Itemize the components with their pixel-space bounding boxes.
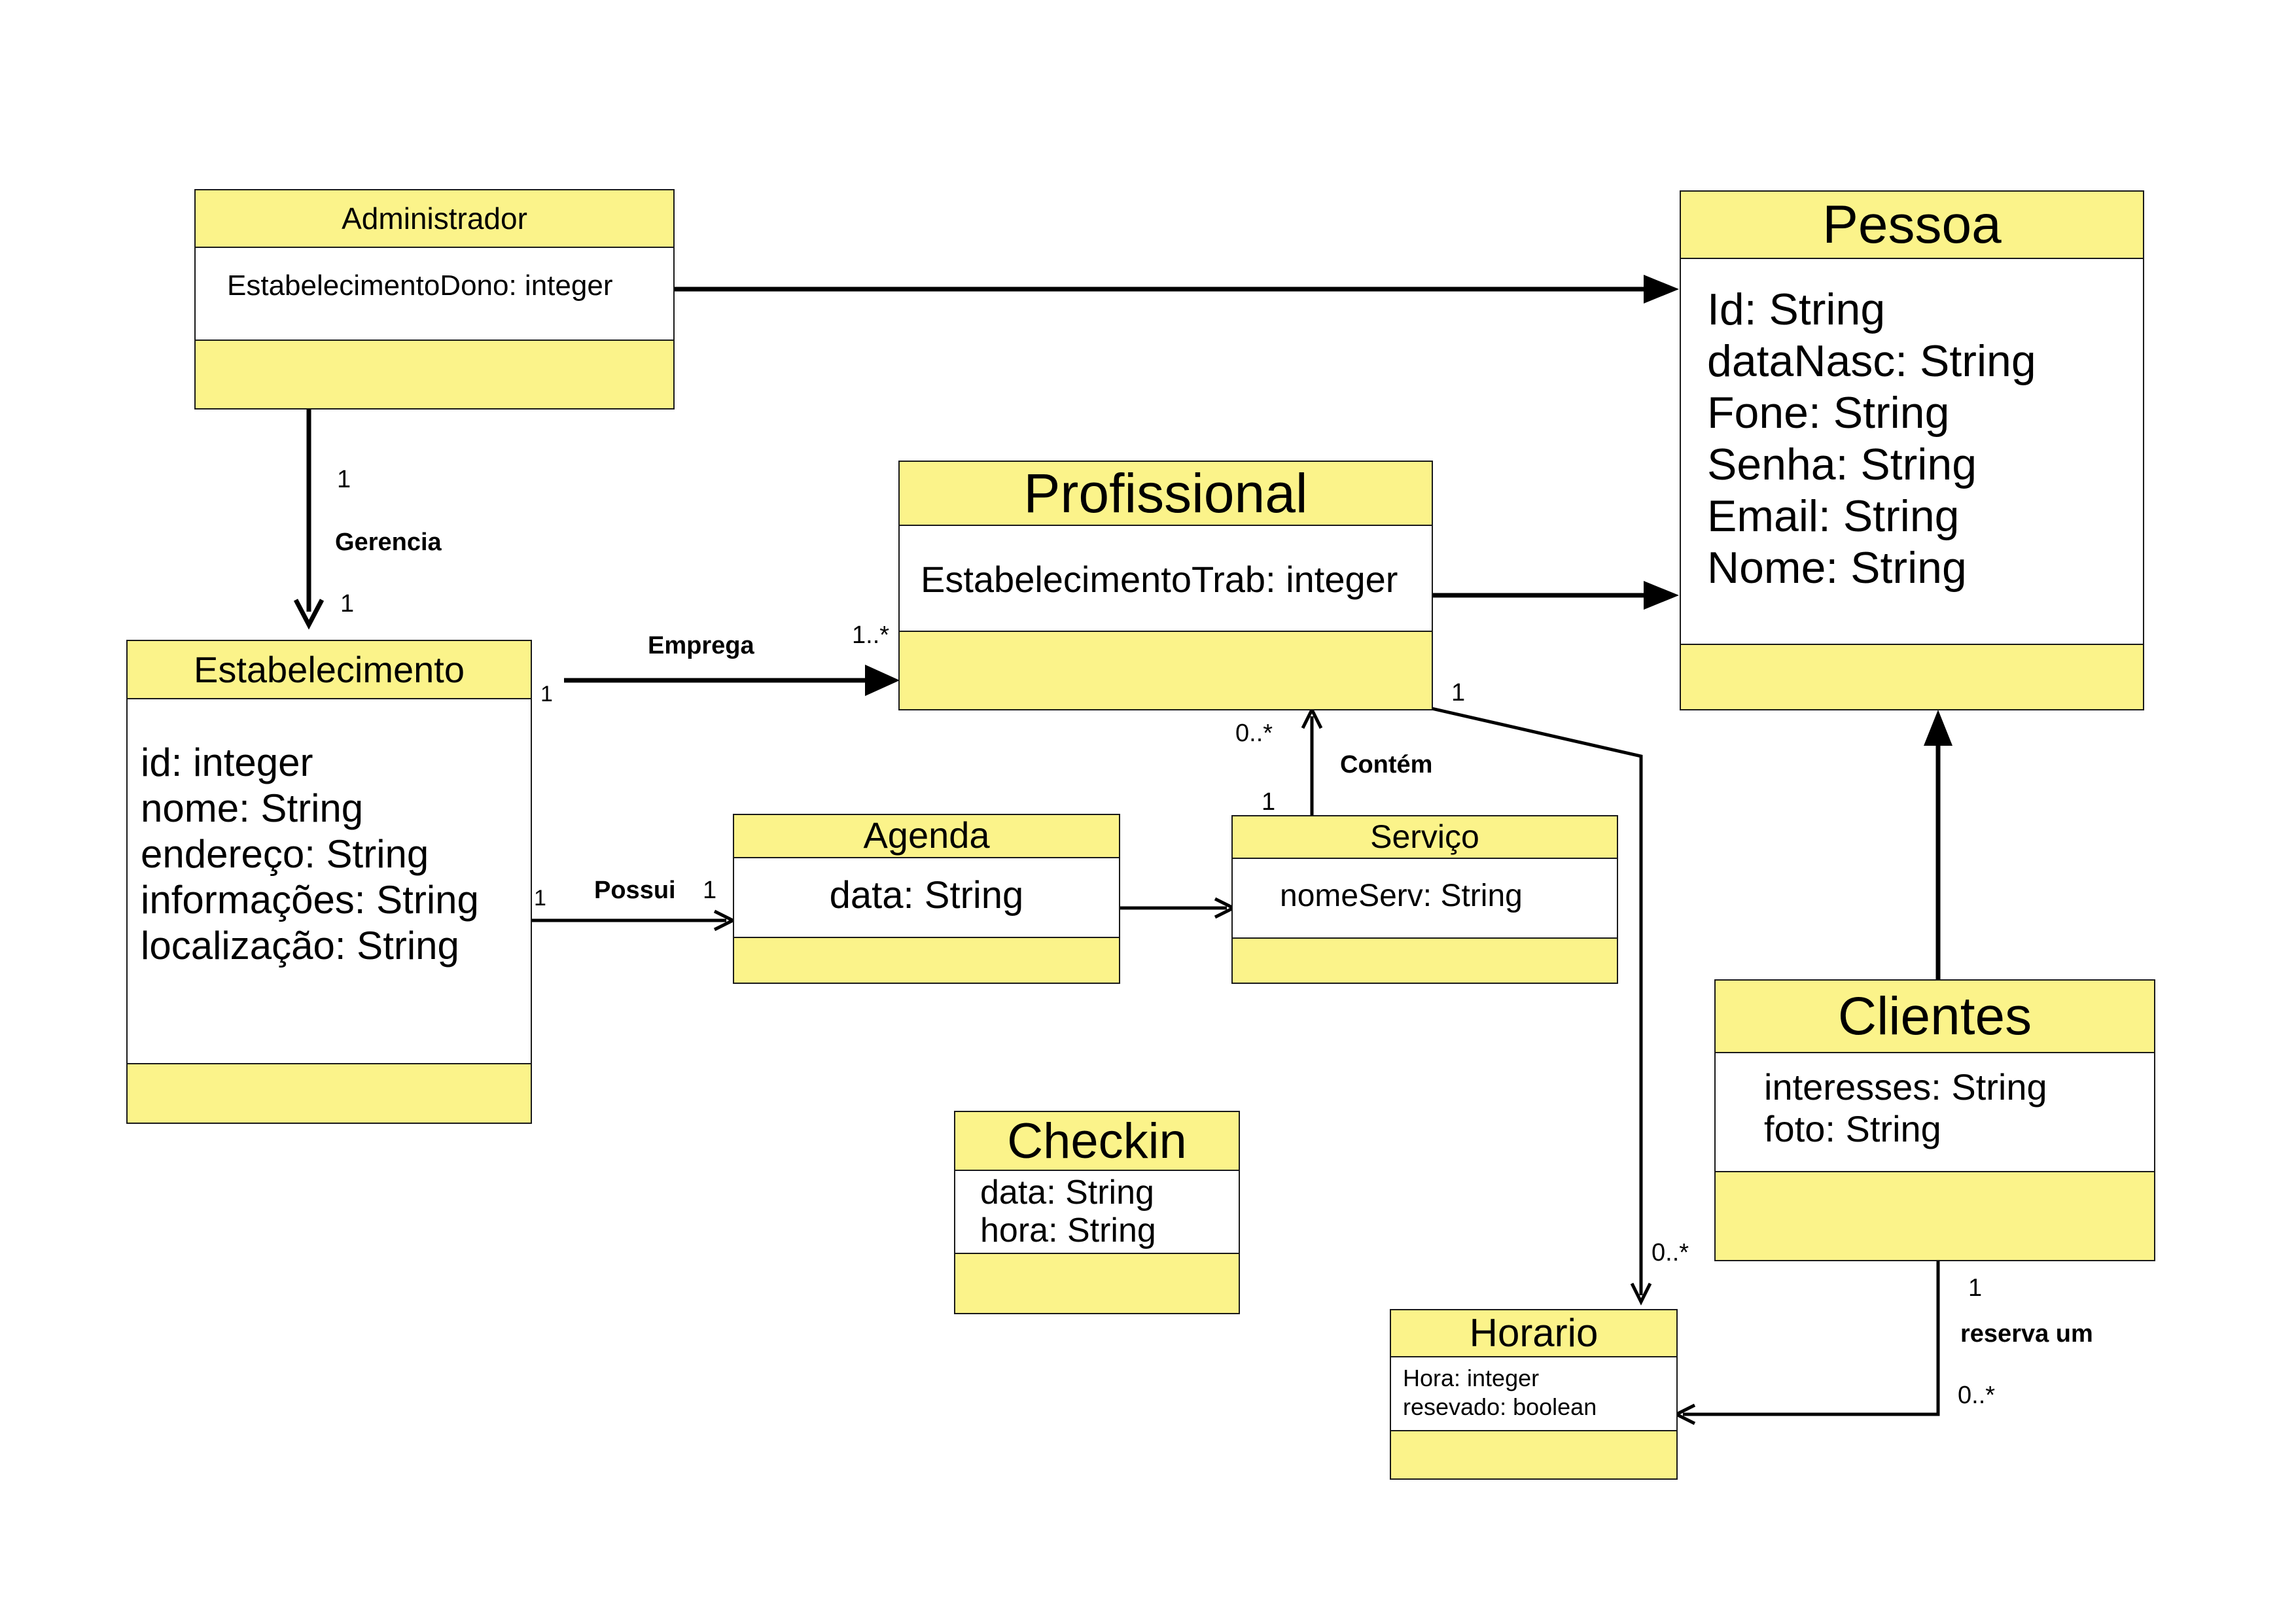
class-clientes: Clientes interesses: String foto: String <box>1714 979 2155 1261</box>
gerencia-mult-target: 1 <box>340 590 355 618</box>
profissional-horario-mult-target: 0..* <box>1651 1239 1689 1266</box>
attribute: EstabelecimentoTrab: integer <box>921 559 1398 600</box>
possui-mult-target: 1 <box>703 877 717 904</box>
attributes-checkin: data: String hora: String <box>955 1171 1239 1254</box>
attribute: data: String <box>980 1174 1154 1212</box>
reserva-um-mult-source: 1 <box>1968 1274 1983 1302</box>
attribute: Senha: String <box>1707 440 1977 489</box>
class-name-horario: Horario <box>1391 1310 1676 1357</box>
class-name-servico: Serviço <box>1233 816 1617 859</box>
attributes-agenda: data: String <box>734 858 1119 938</box>
reserva-um-mult-target: 0..* <box>1958 1382 1996 1409</box>
attributes-servico: nomeServ: String <box>1233 859 1617 939</box>
class-checkin: Checkin data: String hora: String <box>954 1111 1240 1314</box>
class-name-profissional: Profissional <box>900 462 1432 526</box>
attribute: data: String <box>829 874 1024 916</box>
attribute: dataNasc: String <box>1707 336 2036 386</box>
reserva-um-label: reserva um <box>1960 1320 2093 1348</box>
class-agenda: Agenda data: String <box>733 814 1120 984</box>
arrowhead-admin-pessoa <box>1644 275 1679 304</box>
attribute: Nome: String <box>1707 543 1967 593</box>
gerencia-label: Gerencia <box>335 529 442 556</box>
attributes-estabelecimento: id: integer nome: String endereço: Strin… <box>128 699 531 1064</box>
emprega-mult-source: 1 <box>540 682 553 707</box>
attribute: EstabelecimentoDono: integer <box>227 270 613 302</box>
attribute: id: integer <box>141 741 313 784</box>
attribute: Hora: integer <box>1403 1365 1540 1391</box>
class-name-checkin: Checkin <box>955 1112 1239 1171</box>
attribute: localização: String <box>141 924 459 968</box>
attributes-administrador: EstabelecimentoDono: integer <box>196 248 673 341</box>
class-profissional: Profissional EstabelecimentoTrab: intege… <box>898 461 1433 710</box>
attribute: endereço: String <box>141 832 429 876</box>
class-name-administrador: Administrador <box>196 190 673 248</box>
class-horario: Horario Hora: integer resevado: boolean <box>1390 1309 1678 1480</box>
possui-mult-source: 1 <box>534 886 546 911</box>
attribute: interesses: String <box>1764 1066 2047 1108</box>
class-name-clientes: Clientes <box>1716 981 2154 1053</box>
attribute: foto: String <box>1764 1108 1941 1149</box>
attributes-profissional: EstabelecimentoTrab: integer <box>900 526 1432 632</box>
attribute: nomeServ: String <box>1280 879 1523 913</box>
class-administrador: Administrador EstabelecimentoDono: integ… <box>194 189 675 410</box>
arrowhead-emprega <box>865 665 900 696</box>
attribute: Email: String <box>1707 491 1960 541</box>
contem-mult-source: 1 <box>1262 788 1276 816</box>
class-estabelecimento: Estabelecimento id: integer nome: String… <box>126 640 532 1124</box>
possui-label: Possui <box>594 877 676 904</box>
emprega-label: Emprega <box>648 632 754 659</box>
class-name-estabelecimento: Estabelecimento <box>128 641 531 699</box>
contem-mult-target: 0..* <box>1235 720 1273 747</box>
attribute: hora: String <box>980 1212 1156 1249</box>
contem-label: Contém <box>1340 751 1433 778</box>
class-servico: Serviço nomeServ: String <box>1231 815 1618 984</box>
gerencia-mult-source: 1 <box>337 466 351 493</box>
arrowhead-profissional-horario <box>1630 1282 1652 1306</box>
attributes-horario: Hora: integer resevado: boolean <box>1391 1357 1676 1431</box>
attribute: Id: String <box>1707 285 1886 334</box>
attributes-pessoa: Id: String dataNasc: String Fone: String… <box>1681 259 2143 645</box>
profissional-horario-line <box>1431 707 1643 1295</box>
attribute: resevado: boolean <box>1403 1393 1597 1420</box>
attribute: Fone: String <box>1707 388 1950 438</box>
reserva-um-line <box>1683 1259 1940 1416</box>
attribute: informações: String <box>141 878 479 922</box>
attribute: nome: String <box>141 786 364 830</box>
profissional-horario-mult-source: 1 <box>1451 679 1466 707</box>
arrowhead-profissional-pessoa <box>1644 581 1679 610</box>
class-name-agenda: Agenda <box>734 815 1119 858</box>
attributes-clientes: interesses: String foto: String <box>1716 1053 2154 1172</box>
class-pessoa: Pessoa Id: String dataNasc: String Fone:… <box>1680 190 2144 710</box>
arrowhead-clientes-pessoa <box>1924 710 1952 746</box>
class-name-pessoa: Pessoa <box>1681 192 2143 259</box>
arrowhead-gerencia <box>293 599 325 630</box>
emprega-mult-target: 1..* <box>852 621 890 649</box>
